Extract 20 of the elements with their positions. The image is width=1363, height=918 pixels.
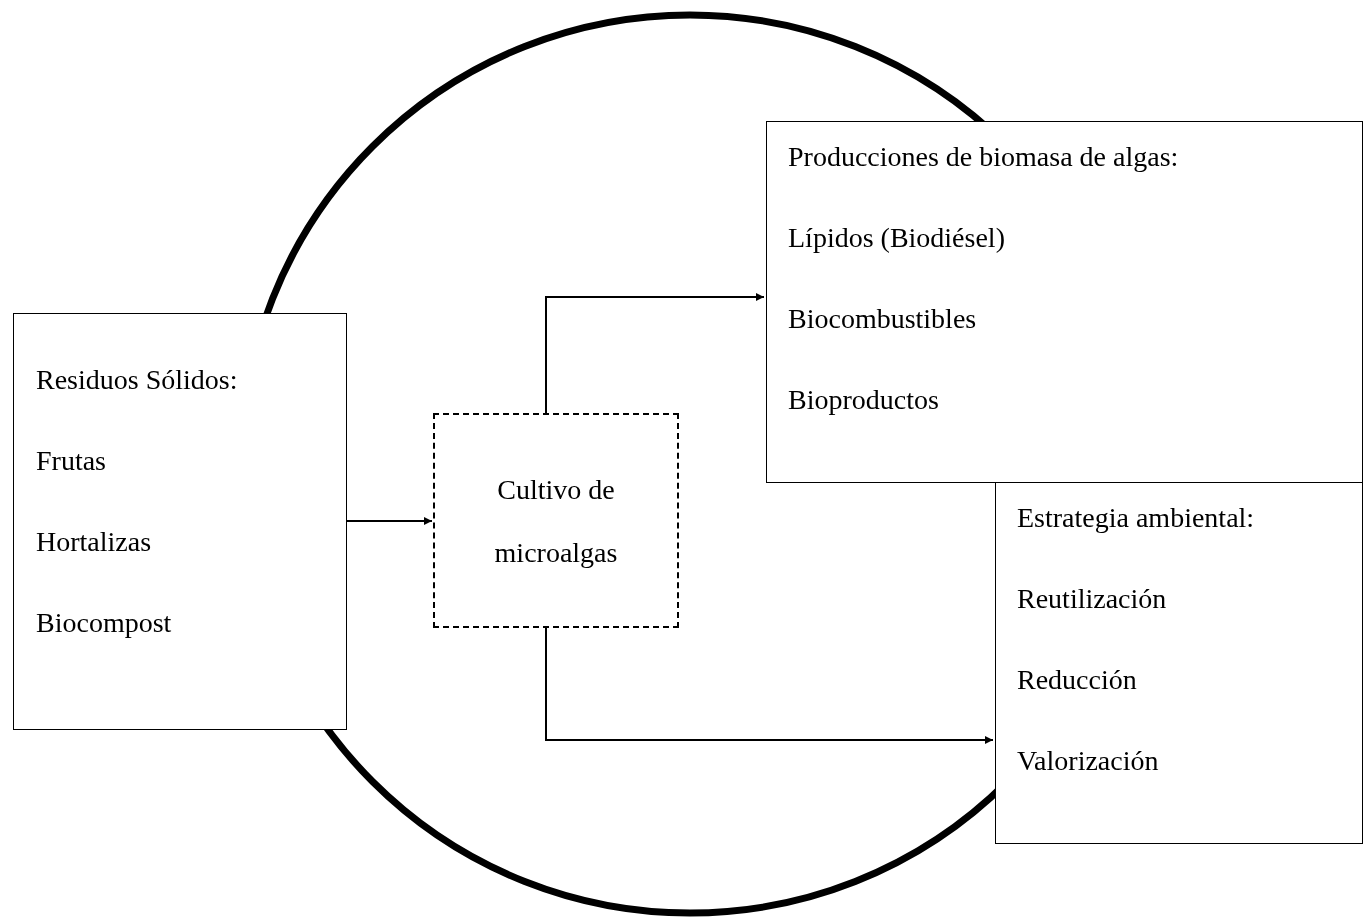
list-item: Lípidos (Biodiésel) <box>788 221 1006 255</box>
heading-text: Producciones de biomasa de algas: <box>788 140 1180 174</box>
list-item: Biocombustibles <box>788 302 978 336</box>
heading-text: Estrategia ambiental: <box>1017 501 1256 535</box>
text-box <box>13 313 347 730</box>
text-box <box>766 121 1363 483</box>
list-item: Frutas <box>36 444 107 478</box>
process-box <box>433 413 679 628</box>
text-box <box>995 482 1363 844</box>
list-item: Valorización <box>1017 744 1160 778</box>
list-item: Reutilización <box>1017 582 1168 616</box>
heading-text: Residuos Sólidos: <box>36 363 239 397</box>
list-item: Bioproductos <box>788 383 940 417</box>
arrow <box>545 293 765 414</box>
arrow <box>545 627 994 744</box>
arrow <box>346 517 433 525</box>
list-item: Reducción <box>1017 663 1138 697</box>
list-item: Hortalizas <box>36 525 153 559</box>
list-item: Biocompost <box>36 606 173 640</box>
heading-text: Cultivo de microalgas <box>493 472 619 570</box>
